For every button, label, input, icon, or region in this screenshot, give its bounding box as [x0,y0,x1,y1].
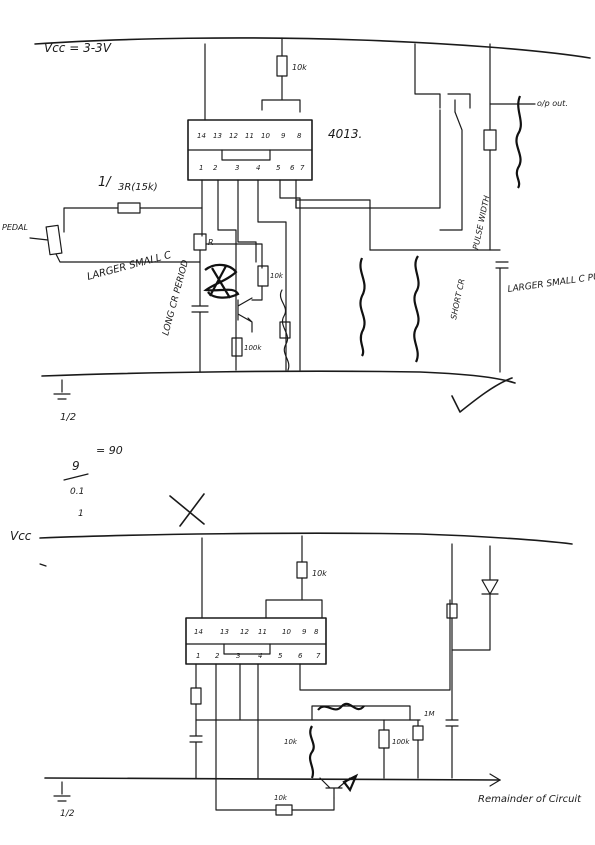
top-pin-11: 11 [245,132,254,140]
bottom-pin-8: 8 [314,628,319,636]
long-cr-period-label: LONG CR PERIOD [161,259,191,337]
top-pin-1: 1 [199,164,203,172]
pedal-label: PEDAL [2,223,28,232]
note-eq: = 90 [96,444,123,457]
bottom-ground-symbol [53,781,71,802]
bottom-scribble-left [308,725,315,779]
top-scribble-output [515,95,522,189]
top-resistor-r [193,233,207,251]
top-r-mark: R [208,238,214,247]
top-circuit: Vcc = 3-3V 1/2 10k 4013. 14 13 12 11 10 … [2,37,595,423]
top-pin-4: 4 [256,164,260,172]
top-pin-14: 14 [197,132,206,140]
top-pin-8: 8 [297,132,302,140]
bottom-pin-9: 9 [302,628,307,636]
top-ground-symbol [53,379,71,400]
bottom-pin-2: 2 [215,652,220,660]
pulse-width-label: PULSE WIDTH [471,195,491,251]
note-9: 9 [72,459,80,473]
bottom-pin-14: 14 [194,628,203,636]
top-r100k-label: 100k [244,344,262,352]
bottom-r-mid-left-label: 10k [284,738,298,746]
top-ground-rail [41,370,516,384]
note-one: 1 [78,509,84,519]
bottom-resistor-mid [378,729,390,749]
bottom-resistor-10k [296,561,308,579]
top-pin-9: 9 [281,132,286,140]
larger-small-c-right-label: LARGER SMALL C PULSE DURATION [507,263,595,295]
bottom-ground-label: 1/2 [60,809,75,819]
bottom-resistor-right-top [446,603,458,619]
bottom-circuit: Vcc 1/2 Remainder of Circuit 10k 14 13 1… [10,529,582,819]
short-cr-label: SHORT CR [449,278,466,320]
bottom-pin-5: 5 [278,652,283,660]
bottom-pin-6: 6 [298,652,303,660]
top-pin-7: 7 [300,164,305,172]
top-ground-label: 1/2 [60,412,76,423]
top-pin-3: 3 [235,164,239,172]
bottom-r-mid-label: 100k [392,738,410,746]
top-vcc-rail [34,37,591,59]
bottom-resistor-bottom [275,804,293,816]
top-scribble-blob [203,263,240,299]
top-transistor [237,297,253,333]
top-output-label: o/p out. [537,99,568,108]
bottom-vcc-rail [39,532,573,545]
top-chip-label: 4013. [328,127,362,141]
bottom-r-bottom-label: 10k [274,794,288,802]
top-resistor-3r [117,202,141,214]
cross-mark [169,493,205,527]
top-pin-6: 6 [290,164,295,172]
bottom-pin-3: 3 [236,652,240,660]
top-pin-13: 13 [213,132,222,140]
bottom-chip [185,617,327,665]
bottom-scribble-top [317,702,365,711]
top-pin-12: 12 [229,132,238,140]
top-pin-5: 5 [276,164,281,172]
top-resistor-10k [276,55,288,77]
bottom-vcc-label: Vcc [10,529,32,543]
bottom-r-right-label: 1M [424,710,435,718]
larger-small-c-label: LARGER SMALL C [86,250,173,283]
top-scribble-col-1 [359,257,366,357]
top-pin-10: 10 [261,132,270,140]
bottom-pin-10: 10 [282,628,291,636]
remainder-label: Remainder of Circuit [478,794,582,805]
top-vcc-label: Vcc = 3-3V [44,41,112,55]
bottom-resistor-right [412,725,424,741]
bottom-pin-12: 12 [240,628,249,636]
top-pin-2: 2 [213,164,218,172]
top-r10k-right-label: 10k [270,272,284,280]
bottom-pin-1: 1 [196,652,200,660]
bottom-transistor [319,777,351,799]
bottom-pin-11: 11 [258,628,267,636]
bottom-pin-4: 4 [258,652,262,660]
bottom-pin-7: 7 [316,652,321,660]
top-scribble-col-2 [413,255,420,363]
top-resistor-small [279,321,291,339]
top-3r-label: 3R(15k) [118,182,158,193]
bottom-diode [451,545,499,651]
notes: 9 = 90 0.1 1 [63,444,205,527]
note-01: 0.1 [70,487,84,497]
top-resistor-10k-label: 10k [292,63,307,72]
bottom-ground-rail [44,777,501,781]
bottom-resistor-10k-label: 10k [312,569,327,578]
top-resistor-100k [231,337,243,357]
top-resistor-10k-right [257,265,269,287]
top-fraction-label: 1/ [98,175,112,190]
bottom-pin-13: 13 [220,628,229,636]
check-mark [451,377,513,413]
bottom-resistor-left [190,687,202,705]
top-resistor-pulse [483,129,497,151]
